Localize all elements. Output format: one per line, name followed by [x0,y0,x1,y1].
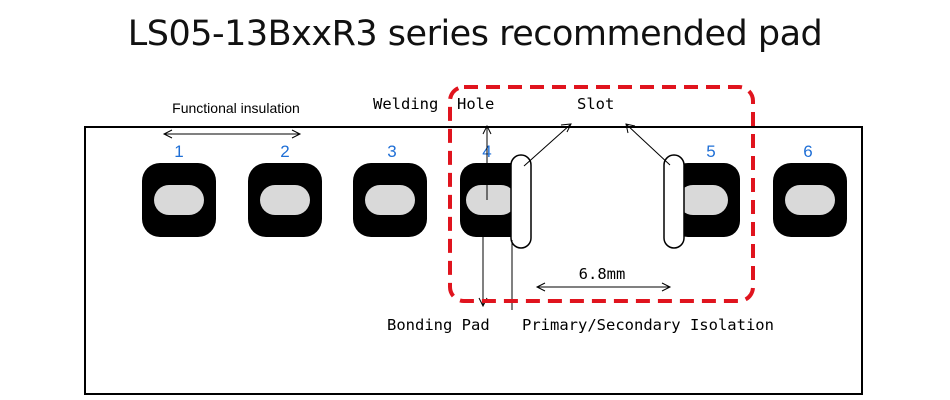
pad-number-3: 3 [387,142,396,161]
leader-lines [478,123,671,310]
pad-3-hole [365,185,415,215]
hole-label: Hole [457,95,494,113]
isolation-label: Primary/Secondary Isolation [522,316,774,334]
welding-label: Welding [373,95,438,113]
pad-2 [248,163,322,237]
pad-number-1: 1 [174,142,183,161]
dimension-arrow [535,282,672,292]
pad-number-6: 6 [803,142,812,161]
dimension-label: 6.8mm [579,265,626,283]
highlight-box [448,85,755,303]
isolation-slot-right [663,154,685,249]
pad-3 [353,163,427,237]
pad-5-hole [678,185,728,215]
pad-6 [773,163,847,237]
page-title: LS05-13BxxR3 series recommended pad [127,14,823,54]
pad-2-hole [260,185,310,215]
pad-4-hole [466,185,516,215]
pad-5 [672,163,740,237]
functional-insulation-label: Functional insulation [172,100,300,116]
pad-number-2: 2 [280,142,289,161]
pad-number-5: 5 [706,142,715,161]
board-outline [84,126,863,395]
slot-label: Slot [577,95,614,113]
isolation-slot-left [510,154,532,249]
pad-1-hole [154,185,204,215]
functional-insulation-arrow [162,129,302,139]
bonding-pad-label: Bonding Pad [387,316,490,334]
pad-6-hole [785,185,835,215]
pad-1 [142,163,216,237]
